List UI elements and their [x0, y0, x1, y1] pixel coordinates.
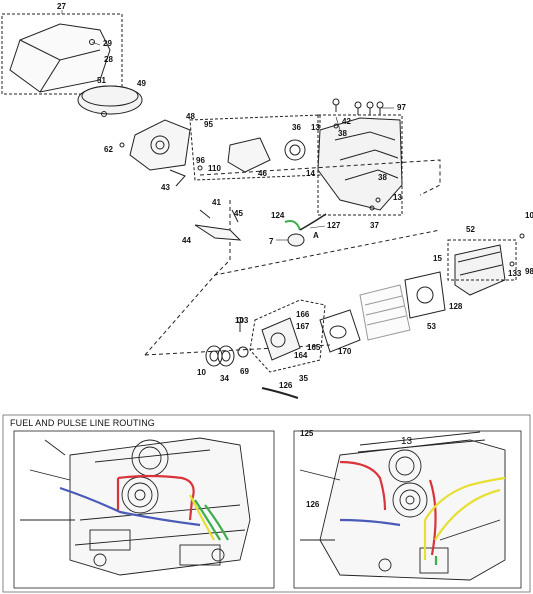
routing-panel-title: FUEL AND PULSE LINE ROUTING [10, 418, 155, 428]
part-label-170: 170 [338, 347, 352, 356]
part-label-38a: 38 [338, 129, 347, 138]
fuel-line-124 [284, 220, 301, 231]
seal-10 [205, 345, 223, 367]
part-label-96: 96 [196, 156, 205, 165]
bearing-34 [217, 345, 235, 367]
gasket [404, 271, 446, 319]
intake-boot [284, 139, 306, 161]
part-label-37: 37 [370, 221, 379, 230]
part-label-42: 42 [342, 117, 351, 126]
part-label-164: 164 [294, 351, 308, 360]
screw-icon [89, 39, 525, 332]
engine-housing [317, 117, 403, 211]
part-label-7: 7 [269, 237, 274, 246]
part-label-51: 51 [97, 76, 106, 85]
part-label-44: 44 [182, 236, 191, 245]
routing-inset-right [293, 430, 522, 589]
part-label-110: 110 [208, 164, 221, 173]
crankcase [261, 317, 301, 361]
air-filter-cover [9, 23, 111, 93]
part-label-97: 97 [397, 103, 406, 112]
part-label-128: 128 [449, 302, 463, 311]
part-label-52: 52 [466, 225, 475, 234]
routing-label-13: 13 [401, 436, 413, 447]
part-label-166: 166 [296, 310, 310, 319]
carburetor-box [129, 119, 191, 171]
part-label-133: 133 [508, 269, 522, 278]
part-label-15: 15 [433, 254, 442, 263]
part-label-53: 53 [427, 322, 436, 331]
part-label-13b: 13 [393, 193, 402, 202]
cylinder [359, 284, 411, 341]
part-label-165: 165 [307, 343, 321, 352]
part-label-69: 69 [240, 367, 249, 376]
part-label-127: 127 [327, 221, 341, 230]
part-label-124: 124 [271, 211, 285, 220]
crankcase-half [319, 309, 361, 353]
part-label-45: 45 [234, 209, 243, 218]
part-label-48: 48 [186, 112, 195, 121]
spacer-69 [237, 346, 249, 358]
part-label-29: 29 [103, 39, 112, 48]
lever-44 [194, 224, 242, 241]
part-label-98: 98 [525, 267, 533, 276]
part-label-49: 49 [137, 79, 146, 88]
part-label-10: 10 [197, 368, 206, 377]
part-label-38b: 38 [378, 173, 387, 182]
part-label-27: 27 [57, 2, 66, 11]
part-label-167: 167 [296, 322, 310, 331]
part-label-13a: 13 [311, 123, 320, 132]
part-label-34: 34 [220, 374, 229, 383]
routing-label-125: 125 [300, 429, 314, 438]
part-label-10-right: 10 [525, 211, 533, 220]
part-label-14: 14 [306, 169, 315, 178]
routing-inset-left [13, 430, 275, 589]
part-label-95: 95 [204, 120, 213, 129]
part-label-A: A [313, 231, 319, 240]
part-label-28: 28 [104, 55, 113, 64]
part-label-41: 41 [212, 198, 221, 207]
throttle-rod [169, 169, 186, 187]
part-label-43: 43 [161, 183, 170, 192]
fuel-line-126 [261, 387, 299, 399]
part-label-126: 126 [279, 381, 293, 390]
carburetor [227, 137, 271, 173]
part-label-62: 62 [104, 145, 113, 154]
routing-panel-frame [2, 414, 531, 593]
part-label-36: 36 [292, 123, 301, 132]
part-label-46: 46 [258, 169, 267, 178]
part-label-35: 35 [299, 374, 308, 383]
part-label-103: 103 [235, 316, 249, 325]
primer-bulb [287, 233, 305, 247]
routing-label-126: 126 [306, 500, 320, 509]
